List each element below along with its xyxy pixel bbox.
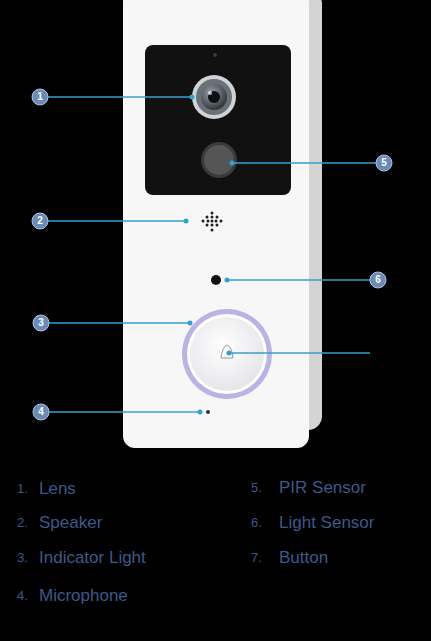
callout-number: 2	[32, 213, 48, 229]
part-name: Microphone	[39, 586, 128, 606]
callout-number: 5	[376, 155, 392, 171]
list-number: 5.	[251, 478, 262, 498]
list-number: 1.	[17, 479, 28, 499]
list-number: 4.	[17, 586, 28, 606]
part-name: Button	[279, 548, 328, 568]
part-name: Lens	[39, 479, 76, 499]
callout-number: 1	[32, 89, 48, 105]
list-number: 7.	[251, 548, 262, 568]
list-number: 2.	[17, 513, 28, 533]
callout-number: 3	[33, 315, 49, 331]
list-number: 6.	[251, 513, 262, 533]
part-name: Light Sensor	[279, 513, 374, 533]
list-number: 3.	[17, 548, 28, 568]
part-name: Speaker	[39, 513, 102, 533]
callout-number: 4	[33, 404, 49, 420]
callout-number: 6	[370, 272, 386, 288]
part-name: Indicator Light	[39, 548, 146, 568]
part-name: PIR Sensor	[279, 478, 366, 498]
